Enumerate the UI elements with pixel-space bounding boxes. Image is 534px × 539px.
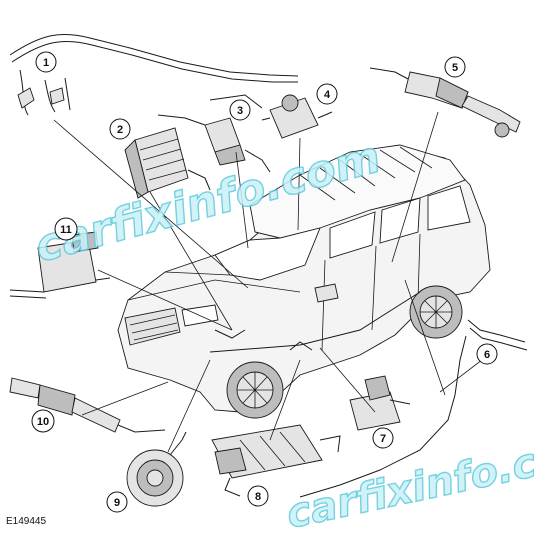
callouts: 1 2 3 4 5 6 7 8 xyxy=(31,51,498,513)
component-7-height-sensor xyxy=(349,375,411,431)
callout-11-label: 11 xyxy=(60,224,72,236)
component-6-pipe-assembly xyxy=(299,319,528,498)
component-3-switch-assembly xyxy=(157,94,271,173)
callout-3: 3 xyxy=(229,99,251,121)
callout-5-label: 5 xyxy=(452,62,458,74)
callout-9: 9 xyxy=(106,491,128,513)
callout-1-label: 1 xyxy=(43,57,49,69)
vehicle-illustration xyxy=(117,144,491,419)
component-4-valve-block xyxy=(261,94,333,139)
component-9-pump xyxy=(126,431,187,507)
watermark-text-lower: carfixinfo.com xyxy=(283,426,534,534)
callout-10: 10 xyxy=(31,409,55,433)
component-10-front-strut xyxy=(9,377,166,433)
callout-7-label: 7 xyxy=(380,433,386,445)
callout-8-label: 8 xyxy=(255,491,261,503)
component-11-reservoir xyxy=(9,231,111,299)
callout-6: 6 xyxy=(476,343,498,365)
callout-11: 11 xyxy=(54,217,78,241)
callout-7: 7 xyxy=(372,427,394,449)
component-2-control-module xyxy=(124,127,211,199)
component-1-air-pipe xyxy=(9,33,299,116)
component-8-compressor xyxy=(211,424,341,497)
callout-8: 8 xyxy=(247,485,269,507)
callout-1: 1 xyxy=(35,51,57,73)
callout-2-label: 2 xyxy=(117,124,123,136)
component-5-rear-air-strut xyxy=(369,67,521,138)
callout-2: 2 xyxy=(109,118,131,140)
figure-reference-code: E149445 xyxy=(6,516,47,527)
callout-9-label: 9 xyxy=(114,497,120,509)
callout-4-label: 4 xyxy=(324,89,331,101)
callout-5: 5 xyxy=(444,56,466,78)
callout-10-label: 10 xyxy=(37,416,49,428)
callout-6-label: 6 xyxy=(484,349,490,361)
callout-3-label: 3 xyxy=(237,105,243,117)
callout-4: 4 xyxy=(316,83,338,105)
